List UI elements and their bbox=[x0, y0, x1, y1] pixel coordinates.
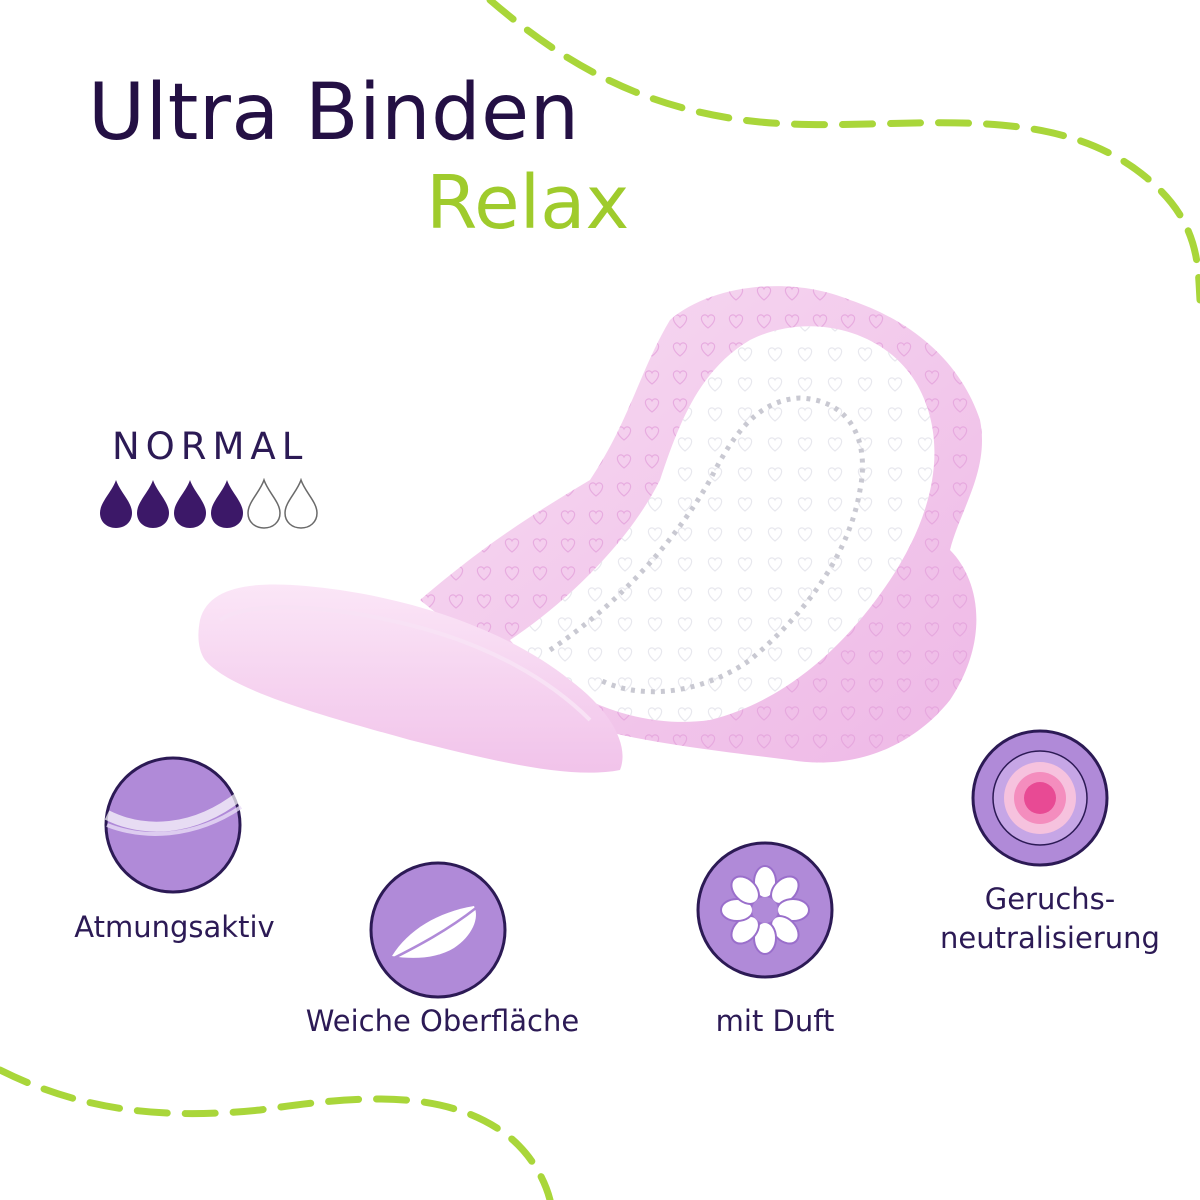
top-dashed-curve bbox=[486, 0, 1200, 304]
feature-label-fragrance: mit Duft bbox=[715, 1004, 835, 1038]
feature-label-odor-neutralization: Geruchs- neutralisierung bbox=[930, 880, 1170, 958]
bottom-dashed-curve bbox=[0, 1066, 554, 1200]
feather-icon bbox=[369, 861, 507, 999]
drop-icon-3 bbox=[174, 480, 206, 528]
product-title: Ultra Binden bbox=[88, 68, 580, 158]
flower-icon bbox=[696, 841, 834, 979]
sanitary-pad-image bbox=[198, 286, 983, 773]
target-rings-icon bbox=[971, 729, 1109, 867]
feature-label-breathable: Atmungsaktiv bbox=[74, 910, 275, 944]
breathable-wave-icon bbox=[104, 756, 243, 894]
absorbency-label: NORMAL bbox=[112, 425, 309, 468]
feature-label-line1: Geruchs- bbox=[984, 882, 1116, 916]
drop-icon-4 bbox=[211, 480, 243, 528]
drop-icon-2 bbox=[137, 480, 169, 528]
product-subtitle: Relax bbox=[426, 160, 630, 246]
drop-icon-6 bbox=[284, 478, 318, 529]
absorbency-drops bbox=[100, 478, 318, 529]
pad-front-fold bbox=[198, 584, 623, 773]
drop-icon-1 bbox=[100, 480, 132, 528]
feature-label-line2: neutralisierung bbox=[940, 921, 1160, 956]
drop-icon-5 bbox=[247, 478, 281, 529]
feature-label-soft-surface: Weiche Oberfläche bbox=[305, 1004, 580, 1038]
